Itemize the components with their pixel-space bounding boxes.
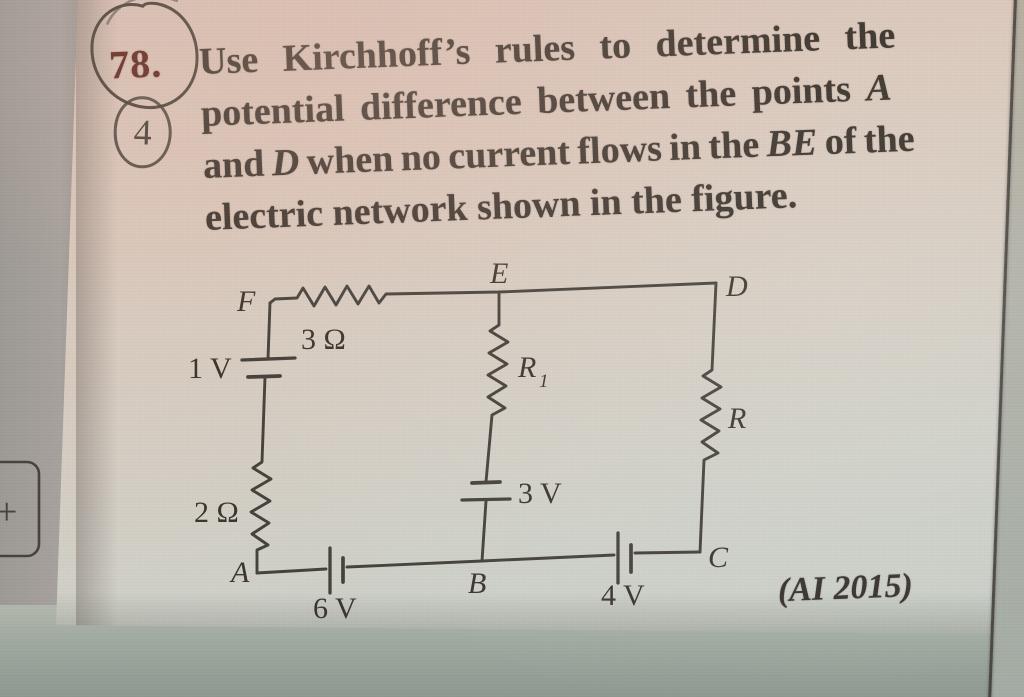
pen-loop-stroke xyxy=(90,1,199,110)
middle-branch-R1-resistor xyxy=(484,290,510,484)
question-number: 78. xyxy=(108,40,163,88)
node-label-E: E xyxy=(489,257,508,290)
left-branch-upper-wire xyxy=(266,301,272,361)
page-content: 78. 4 Use Kirchhoff’s rules to determine… xyxy=(90,0,1024,660)
battery-3v-short-plate xyxy=(470,480,502,485)
node-label-D: D xyxy=(725,270,748,303)
node-label-F: F xyxy=(236,285,256,318)
line3-text-a: and xyxy=(202,142,273,187)
margin-box-mark: + xyxy=(0,491,17,533)
battery-3v-long-plate xyxy=(460,497,512,502)
pen-circle-annotation xyxy=(90,0,199,110)
label-2ohm-resistor: 2 Ω xyxy=(194,496,239,529)
pen-loop-stroke-2 xyxy=(106,0,178,25)
top-wire-with-3ohm-resistor xyxy=(268,281,718,308)
label-R1-resistor: R xyxy=(517,351,536,384)
label-4v-battery: 4 V xyxy=(601,579,645,612)
label-6v-battery: 6 V xyxy=(313,592,357,625)
line3-italic-D: D xyxy=(270,141,301,185)
line3-italic-BE: BE xyxy=(765,121,819,166)
margin-box-annotation: + xyxy=(0,460,41,558)
question-text: Use Kirchhoff’s rules to determine the p… xyxy=(198,5,1017,244)
right-branch-with-R-resistor xyxy=(698,281,723,554)
left-branch-2ohm-resistor xyxy=(249,375,273,575)
label-1v-battery: 1 V xyxy=(188,352,232,385)
node-label-C: C xyxy=(708,541,729,574)
label-3ohm-resistor: 3 Ω xyxy=(301,323,346,356)
line3-text-c: of the xyxy=(816,117,916,164)
node-label-A: A xyxy=(229,556,250,589)
label-R1-subscript: 1 xyxy=(539,371,549,392)
bottom-wire-middle xyxy=(345,553,616,569)
node-label-B: B xyxy=(468,567,486,600)
middle-branch-lower-wire xyxy=(480,499,488,563)
circled-number-text: 4 xyxy=(133,111,153,153)
page-left-shadow xyxy=(76,0,118,634)
bottom-wire-right xyxy=(633,550,702,555)
label-3v-battery: 3 V xyxy=(518,477,562,510)
bottom-wire-left xyxy=(255,567,328,575)
line2-italic-A: A xyxy=(865,66,893,110)
circuit-figure: F E D A B C 3 Ω 1 V 2 Ω R 1 3 V R 6 V 4 … xyxy=(188,257,748,625)
battery-1v-long-plate xyxy=(240,356,297,362)
exam-source-tag: (AI 2015) xyxy=(777,567,914,610)
label-R-resistor: R xyxy=(727,402,746,435)
margin-box-outline xyxy=(0,460,41,558)
